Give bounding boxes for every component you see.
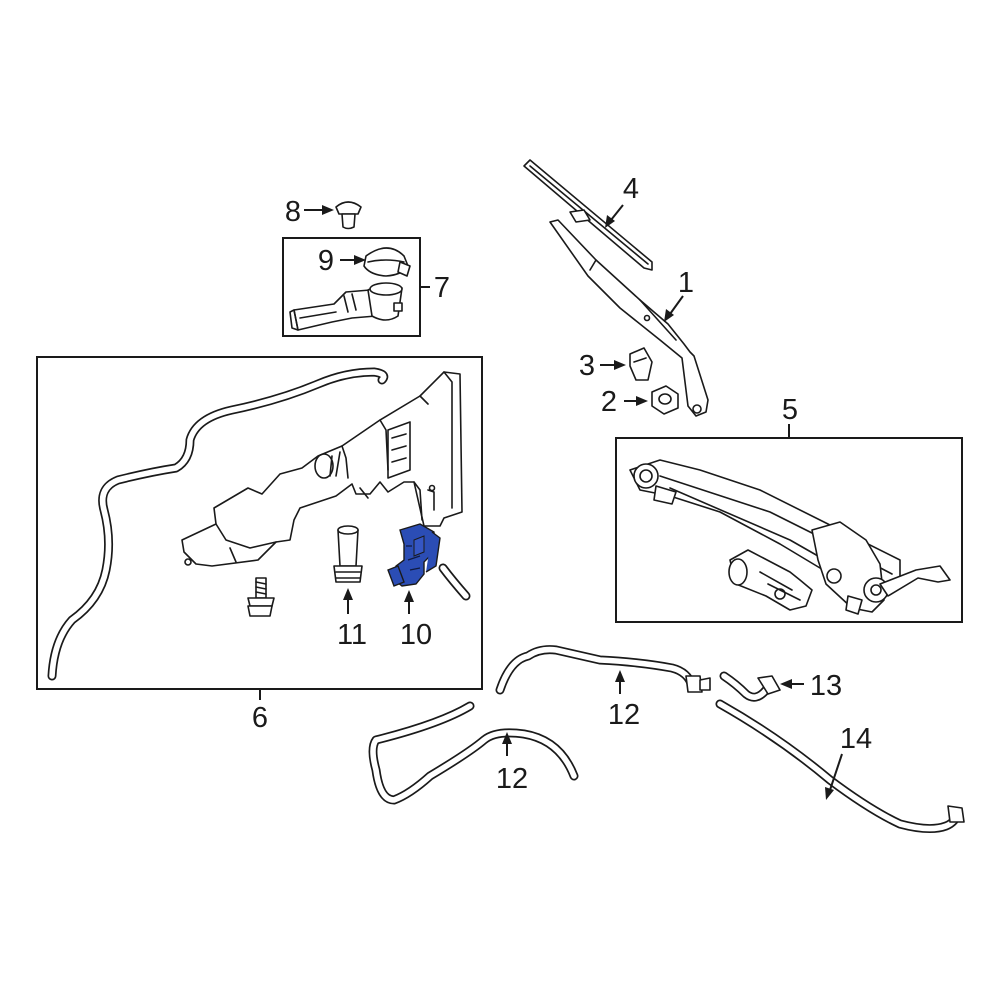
part-6-reservoir-hose[interactable] xyxy=(47,367,389,681)
arrow-12-lower xyxy=(502,732,512,744)
callout-7: 7 xyxy=(434,272,450,304)
part-14-hose-long[interactable] xyxy=(715,699,965,834)
leader-1 xyxy=(669,295,684,315)
callout-9: 9 xyxy=(318,245,334,277)
part-10-washer-pump[interactable] xyxy=(387,523,441,587)
arrow-12-upper xyxy=(615,670,625,682)
part-12-hose-lower[interactable] xyxy=(368,701,579,805)
part-5-wiper-linkage[interactable] xyxy=(629,459,951,615)
arrow-13 xyxy=(780,679,792,689)
part-7-filler-neck[interactable] xyxy=(289,282,403,331)
arrow-4 xyxy=(605,215,615,228)
callout-6: 6 xyxy=(252,702,268,734)
arrow-3 xyxy=(614,360,626,370)
callout-1: 1 xyxy=(678,267,694,299)
callout-12-lower: 12 xyxy=(496,763,528,795)
part-1-wiper-arm[interactable] xyxy=(549,219,709,417)
part-2-nut[interactable] xyxy=(651,385,679,415)
arrow-1 xyxy=(664,309,674,322)
leader-4 xyxy=(610,204,624,221)
part-6-bolt[interactable] xyxy=(247,577,275,617)
part-12-hose-upper[interactable] xyxy=(495,645,711,695)
arrow-10 xyxy=(404,590,414,602)
callout-13: 13 xyxy=(810,670,842,702)
arrow-8 xyxy=(322,205,334,215)
callout-2: 2 xyxy=(601,386,617,418)
arrow-9 xyxy=(354,255,366,265)
part-9-filler-cap[interactable] xyxy=(363,247,411,277)
part-3-cover-cap[interactable] xyxy=(629,347,653,381)
part-8-push-pin[interactable] xyxy=(335,201,362,230)
callout-10: 10 xyxy=(400,619,432,651)
arrow-2 xyxy=(636,396,648,406)
part-13-connector-hose[interactable] xyxy=(719,671,781,702)
arrow-14 xyxy=(825,787,834,800)
callout-3: 3 xyxy=(579,350,595,382)
callout-5: 5 xyxy=(782,394,798,426)
part-4-wiper-blade[interactable] xyxy=(523,159,653,271)
callout-4: 4 xyxy=(623,173,639,205)
callout-8: 8 xyxy=(285,196,301,228)
part-11-grommet[interactable] xyxy=(333,525,363,583)
part-5-wiper-motor[interactable] xyxy=(728,549,813,611)
arrow-11 xyxy=(343,588,353,600)
part-10-pump-hose[interactable] xyxy=(438,563,471,601)
callout-11: 11 xyxy=(337,619,367,651)
leader-14 xyxy=(829,753,843,791)
callout-12-upper: 12 xyxy=(608,699,640,731)
callout-14: 14 xyxy=(840,723,872,755)
part-6-reservoir-tank[interactable] xyxy=(181,371,463,567)
